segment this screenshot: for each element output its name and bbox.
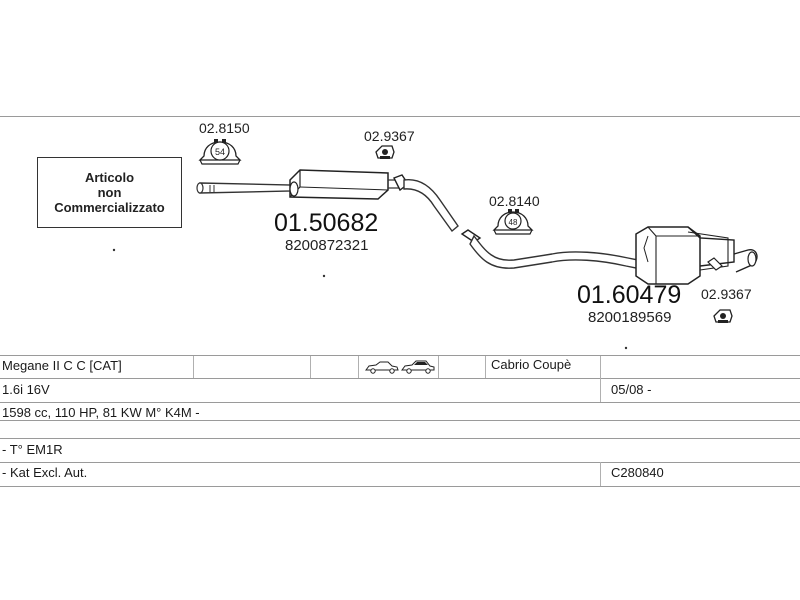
column-divider: [485, 356, 486, 378]
reference-dot: [322, 274, 326, 278]
engine: 1.6i 16V: [2, 382, 50, 397]
clamp-54-icon[interactable]: [198, 139, 242, 165]
front-pipe: [196, 182, 293, 194]
clamp-front-code[interactable]: 02.8150: [199, 120, 250, 136]
rubber-mount-rear-code[interactable]: 02.9367: [701, 286, 752, 302]
vehicle-model: Megane II C C [CAT]: [2, 358, 122, 373]
rear-silencer-code[interactable]: 01.60479: [577, 281, 681, 309]
not-commercialized-line1: Articolo: [84, 170, 135, 185]
table-divider: [0, 438, 800, 439]
reference-dot: [624, 346, 628, 350]
middle-silencer-drawing[interactable]: [289, 169, 389, 200]
not-commercialized-box: Articolo non Commercializzato: [37, 157, 182, 228]
column-divider: [310, 356, 311, 378]
column-divider: [193, 356, 194, 378]
table-divider: [0, 420, 800, 421]
rear-silencer-oem: 8200189569: [588, 309, 671, 326]
clamp-rear-code[interactable]: 02.8140: [489, 193, 540, 209]
middle-silencer-oem: 8200872321: [285, 237, 368, 254]
table-divider: [0, 486, 800, 487]
engine-specs: 1598 cc, 110 HP, 81 KW M° K4M -: [2, 405, 200, 420]
table-divider: [0, 378, 800, 379]
column-divider: [358, 356, 359, 378]
catalyst-note: - Kat Excl. Aut.: [2, 465, 88, 480]
table-divider: [0, 462, 800, 463]
table-divider: [0, 402, 800, 403]
column-divider: [438, 356, 439, 378]
clamp-48-icon[interactable]: [492, 209, 534, 235]
intermediate-pipe: [388, 174, 459, 233]
rubber-mount-mid-code[interactable]: 02.9367: [364, 128, 415, 144]
not-commercialized-line3: Commercializzato: [54, 200, 165, 215]
table-divider: [0, 355, 800, 356]
top-divider: [0, 116, 800, 117]
rear-pipe: [460, 229, 649, 271]
clamp-front-size: 54: [215, 147, 225, 157]
middle-silencer-code[interactable]: 01.50682: [274, 209, 378, 237]
body-type: Cabrio Coupè: [491, 357, 572, 372]
not-commercialized-line2: non: [97, 185, 122, 200]
rear-silencer-drawing[interactable]: [635, 226, 758, 285]
exhaust-system-diagram: 54 02.8150 02.9367 48 02.8140 02.9367 01…: [112, 120, 758, 350]
column-divider: [600, 462, 601, 486]
clamp-rear-size: 48: [509, 218, 518, 227]
gearbox: - T° EM1R: [2, 442, 63, 457]
reference-dot: [112, 248, 116, 252]
rubber-mount-mid-icon[interactable]: [375, 145, 395, 159]
column-divider: [600, 356, 601, 402]
rubber-mount-rear-icon[interactable]: [713, 309, 733, 323]
cabrio-coupe-car-icon: [365, 360, 435, 374]
reference-code: C280840: [611, 465, 664, 480]
production-from: 05/08 -: [611, 382, 652, 397]
